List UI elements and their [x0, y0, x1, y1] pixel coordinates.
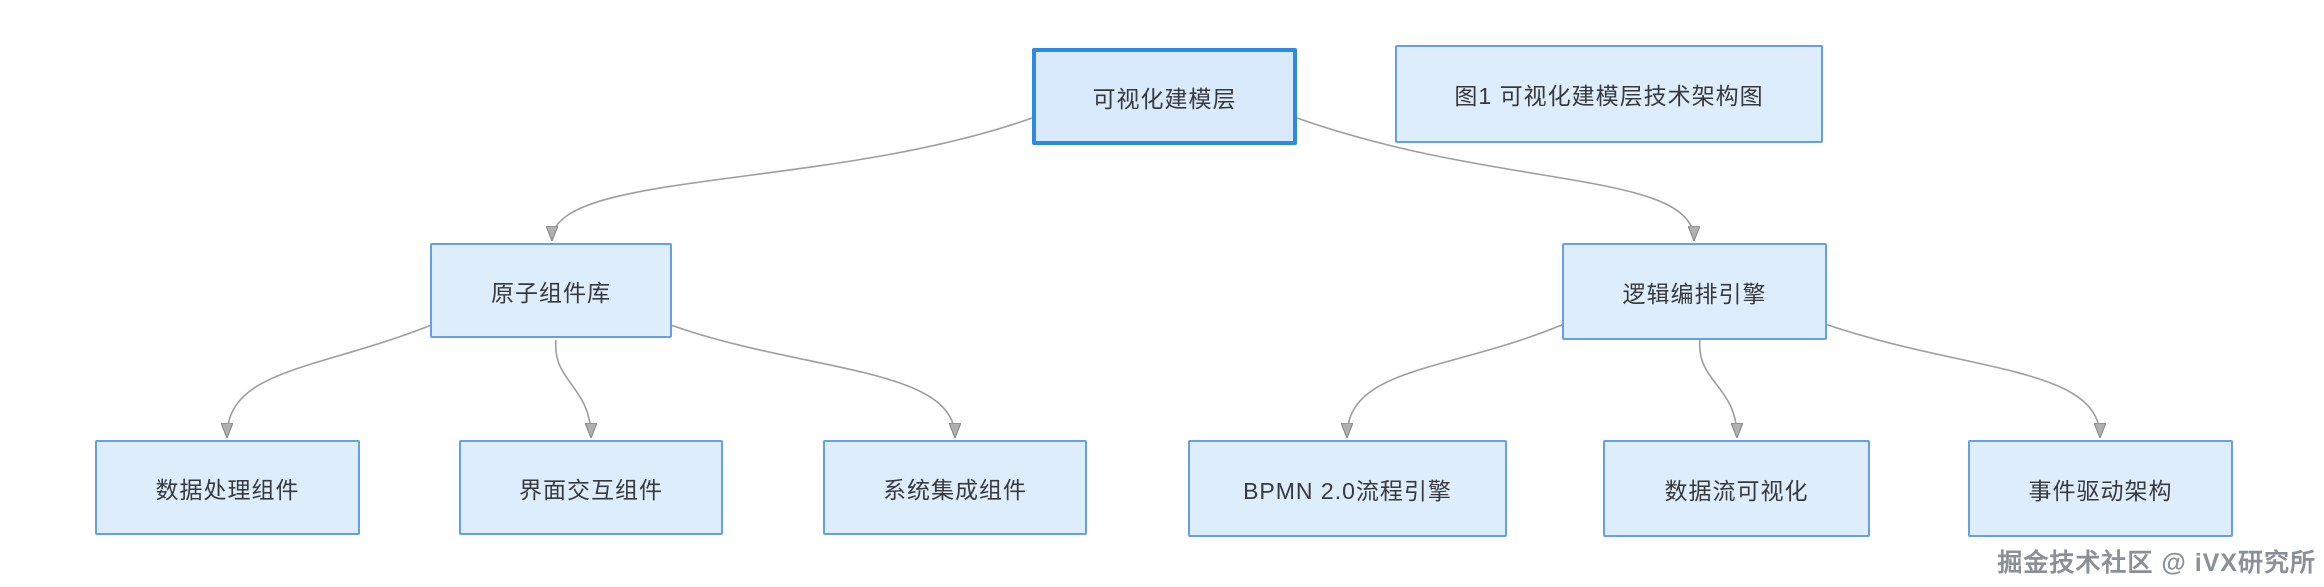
node-ui-interaction[interactable]: 界面交互组件: [459, 440, 723, 535]
connector-logic-to-dataflow: [1699, 339, 1737, 437]
node-data-processing-label: 数据处理组件: [155, 476, 300, 503]
connector-root-to-atomic: [552, 117, 1033, 240]
diagram-caption[interactable]: 图1 可视化建模层技术架构图: [1395, 45, 1823, 143]
node-atomic-component-library-label: 原子组件库: [491, 279, 611, 306]
connector-atomic-to-system-integration: [667, 323, 955, 437]
node-visual-modeling-layer[interactable]: 可视化建模层: [1032, 48, 1297, 145]
watermark: 掘金技术社区 @ iVX研究所: [1997, 549, 2316, 577]
node-system-integration[interactable]: 系统集成组件: [823, 440, 1087, 535]
node-atomic-component-library[interactable]: 原子组件库: [430, 243, 672, 338]
diagram-caption-label: 图1 可视化建模层技术架构图: [1454, 83, 1764, 109]
node-bpmn-engine-label: BPMN 2.0流程引擎: [1243, 477, 1452, 504]
node-logic-orchestration-engine[interactable]: 逻辑编排引擎: [1562, 243, 1827, 340]
node-visual-modeling-layer-label: 可视化建模层: [1092, 85, 1237, 112]
node-bpmn-engine[interactable]: BPMN 2.0流程引擎: [1188, 440, 1507, 537]
node-event-driven-architecture-label: 事件驱动架构: [2028, 477, 2173, 504]
node-logic-orchestration-engine-label: 逻辑编排引擎: [1622, 280, 1767, 307]
node-dataflow-visualization[interactable]: 数据流可视化: [1603, 440, 1870, 537]
node-data-processing[interactable]: 数据处理组件: [95, 440, 360, 535]
node-dataflow-visualization-label: 数据流可视化: [1664, 477, 1809, 504]
node-ui-interaction-label: 界面交互组件: [519, 476, 663, 503]
node-system-integration-label: 系统集成组件: [883, 476, 1027, 503]
node-event-driven-architecture[interactable]: 事件驱动架构: [1968, 440, 2233, 537]
connector-atomic-to-ui-interaction: [555, 339, 591, 437]
connector-atomic-to-data-processing: [227, 323, 435, 437]
connector-logic-to-event-driven: [1824, 323, 2100, 437]
connector-logic-to-bpmn: [1347, 323, 1565, 437]
